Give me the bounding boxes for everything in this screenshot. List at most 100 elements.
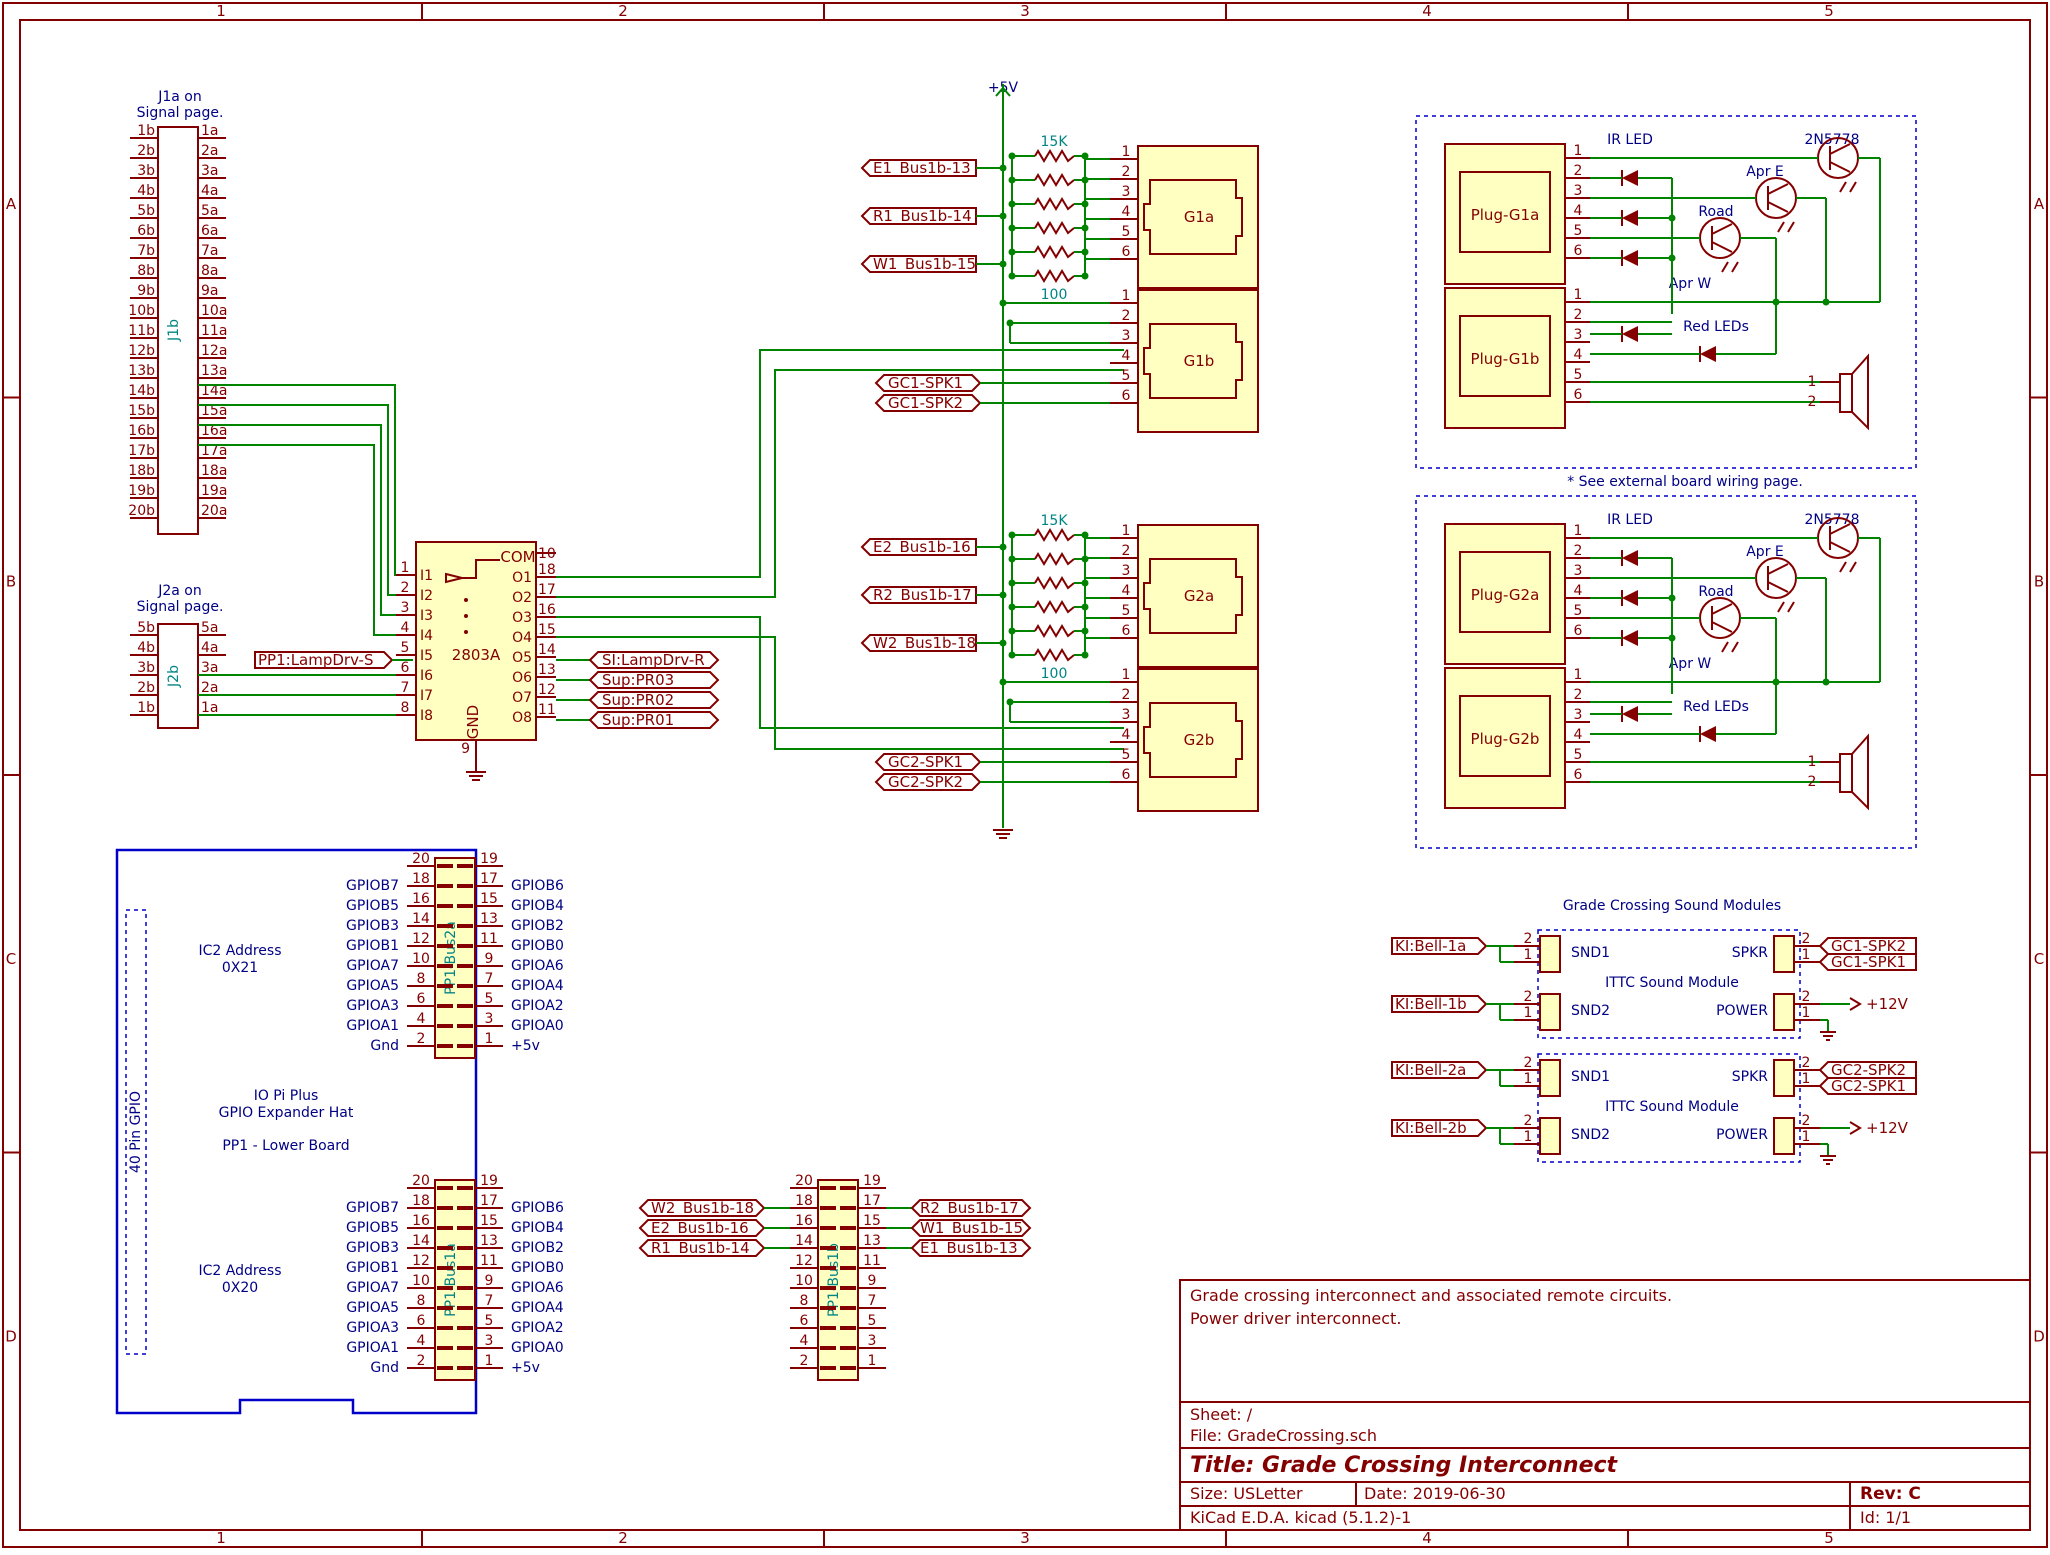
- sound-in-connector: [1539, 1059, 1561, 1097]
- header-pin-number: 14: [412, 911, 430, 927]
- driver-in-pin: 8: [401, 700, 410, 716]
- gpio-right-name: GPIOA0: [511, 1340, 564, 1356]
- header-pin-number: 14: [412, 1233, 430, 1249]
- sound-module-outline: [1537, 1053, 1801, 1163]
- sound-out-connector: [1773, 1117, 1795, 1155]
- tb-title: Title: Grade Crossing Interconnect: [1190, 1453, 1619, 1478]
- header-pin-mark: [437, 1366, 453, 1370]
- plug-jack-outline: [1143, 702, 1243, 778]
- plug-pin-number: 1: [1122, 523, 1131, 539]
- resistor-value: 100: [1041, 287, 1068, 303]
- plug-jack-outline: [1143, 323, 1243, 399]
- phototransistor: [1755, 557, 1797, 599]
- light-arrow: [1787, 221, 1795, 233]
- phototransistor: [1699, 217, 1741, 259]
- header-pin-number: 1: [485, 1353, 494, 1369]
- header-pin-number: 19: [480, 851, 498, 867]
- j1-pin-label: 13b: [128, 363, 155, 379]
- remote-pin-number: 6: [1574, 243, 1583, 259]
- header-pin-number: 6: [417, 1313, 426, 1329]
- driver-out-pin: 12: [538, 682, 556, 698]
- remote-plug-ref: Plug-G1a: [1471, 206, 1540, 224]
- gpio-right-name: GPIOA2: [511, 1320, 564, 1336]
- light-arrow: [1777, 601, 1785, 613]
- junction-dot: [999, 543, 1007, 551]
- j1-pin-label: 18a: [201, 463, 227, 479]
- resistor: [1034, 648, 1075, 662]
- transistor-emitter: [1829, 541, 1851, 553]
- lampdrv-s-label: [254, 651, 394, 669]
- j1-pin-label: 12a: [201, 343, 227, 359]
- header-pin-number: 12: [795, 1253, 813, 1269]
- bus1b-right-label: W1_Bus1b-15: [920, 1219, 1023, 1238]
- power-label: POWER: [1716, 1127, 1768, 1143]
- driver-output-label: Sup:PR01: [602, 711, 674, 729]
- header-pin-mark: [457, 1024, 473, 1028]
- remote-pin-number: 5: [1574, 747, 1583, 763]
- plug-pin-number: 3: [1122, 563, 1131, 579]
- header-pin-mark: [437, 1024, 453, 1028]
- sound-pin-number: 1: [1524, 1005, 1533, 1021]
- light-arrow: [1777, 221, 1785, 233]
- j1-pin-label: 20a: [201, 503, 227, 519]
- remote-plug-body: [1444, 523, 1566, 665]
- led-diode: [1622, 326, 1638, 342]
- driver-in-name: I7: [420, 688, 433, 704]
- gpio-right-name: GPIOB6: [511, 878, 564, 894]
- column-marker: 2: [618, 1529, 628, 1547]
- remote-pin-number: 1: [1574, 523, 1583, 539]
- remote-pin-number: 1: [1574, 287, 1583, 303]
- header-pin-number: 1: [485, 1031, 494, 1047]
- header-pin-number: 19: [863, 1173, 881, 1189]
- gpio-left-name: GPIOB7: [346, 878, 399, 894]
- remote-pin-number: 2: [1574, 543, 1583, 559]
- resistor: [1034, 197, 1075, 211]
- gpio-strip-label: 40 Pin GPIO: [128, 1091, 144, 1173]
- header-pin-number: 16: [795, 1213, 813, 1229]
- j1-pin-label: 18b: [128, 463, 155, 479]
- pi-hat-title2: GPIO Expander Hat: [219, 1105, 354, 1121]
- plug-group: G1a123456G1b123456G2a123456G2b123456E1_B…: [860, 144, 1259, 812]
- spkr-label: SPKR: [1732, 945, 1769, 961]
- light-arrow: [1731, 641, 1739, 653]
- remote-pin-number: 2: [1574, 163, 1583, 179]
- header-pin-mark: [840, 1246, 856, 1250]
- header-pin-mark: [457, 1004, 473, 1008]
- remote-pin-number: 5: [1574, 367, 1583, 383]
- junction-dot: [1772, 298, 1780, 306]
- header-pin-mark: [437, 1306, 453, 1310]
- apr-w-label: Apr W: [1669, 276, 1712, 292]
- header-pin-number: 19: [480, 1173, 498, 1189]
- sound-module: ITTC Sound ModuleSND1SND2SPKRPOWER2121KI…: [1391, 1053, 1917, 1165]
- bus1b-right-label-shape: [910, 1199, 1032, 1217]
- transistor-collector: [1829, 523, 1851, 535]
- transistor-collector: [1711, 223, 1733, 235]
- transistor-label: 2N5778: [1804, 132, 1859, 148]
- sound-title: Grade Crossing Sound Modules: [1563, 898, 1781, 914]
- j1-pin-label: 14a: [201, 383, 227, 399]
- plug-pin-number: 6: [1122, 244, 1131, 260]
- transistor-emitter: [1711, 621, 1733, 633]
- header-pin-number: 13: [480, 911, 498, 927]
- gpio-right-name: GPIOB0: [511, 938, 564, 954]
- gpio-right-name: GPIOA4: [511, 1300, 564, 1316]
- sound-pin-number: 2: [1802, 989, 1811, 1005]
- transistor-collector: [1767, 183, 1789, 195]
- header-pin-mark: [437, 1246, 453, 1250]
- header-pin-number: 2: [417, 1031, 426, 1047]
- v12-label: +12V: [1866, 1119, 1909, 1137]
- speaker-pin-number: 2: [1808, 774, 1817, 790]
- bell-label: KI:Bell-2a: [1395, 1061, 1466, 1079]
- gpio-left-name: GPIOB1: [346, 1260, 399, 1276]
- driver-out-name: O2: [512, 590, 532, 606]
- column-marker: 4: [1422, 2, 1432, 20]
- resistor-value: 100: [1041, 666, 1068, 682]
- header-pin-number: 18: [412, 871, 430, 887]
- gpio-left-name: GPIOB3: [346, 918, 399, 934]
- plug-pin-number: 4: [1122, 583, 1131, 599]
